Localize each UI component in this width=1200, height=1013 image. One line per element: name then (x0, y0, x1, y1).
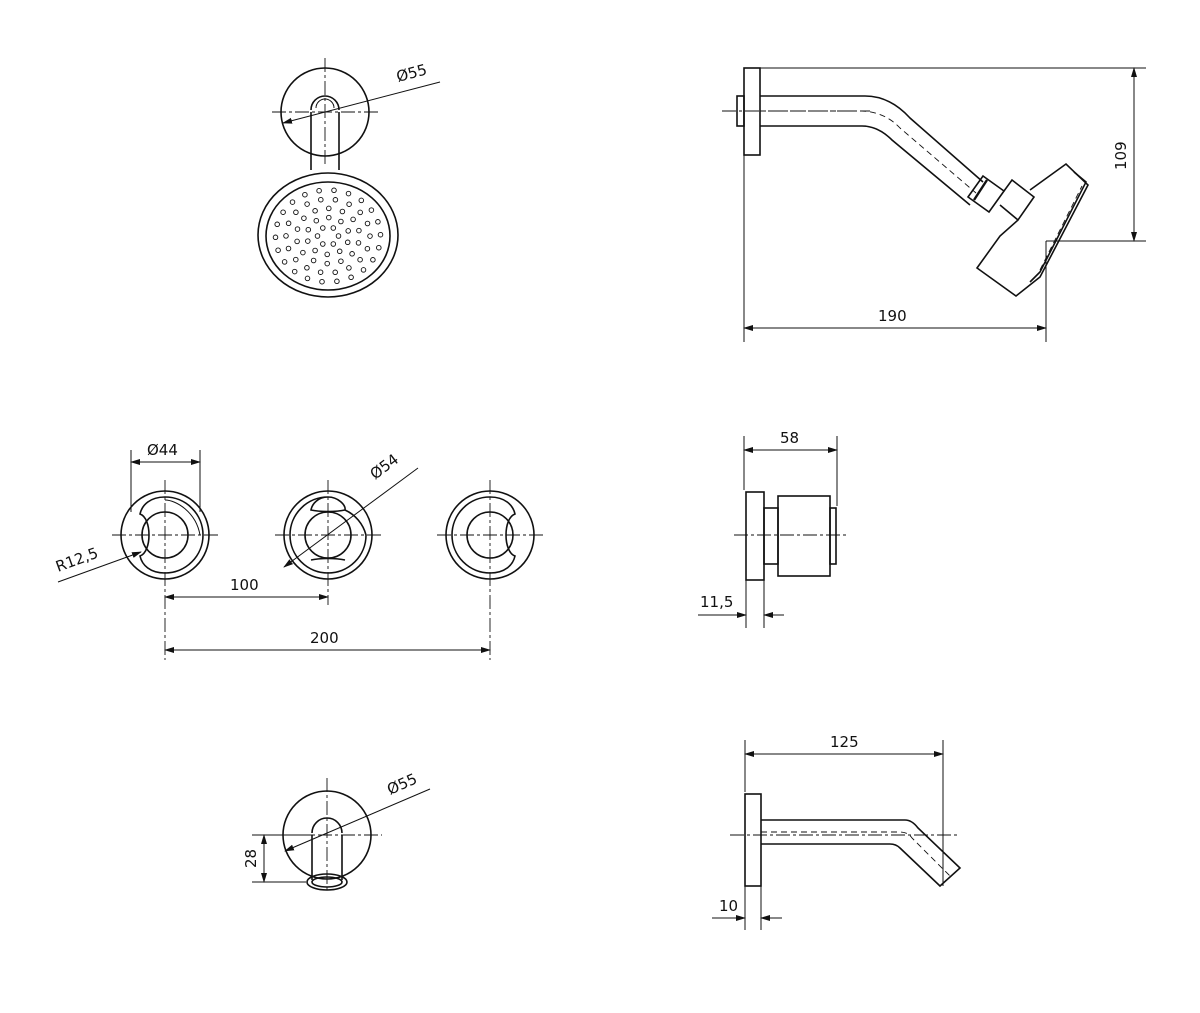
spout-plate-diameter-label: Ø55 (384, 770, 420, 799)
handle-plate-thickness-label: 11,5 (700, 593, 733, 611)
handle-spacing-near-label: 100 (230, 576, 259, 594)
handle-spacing-far-label: 200 (310, 629, 339, 647)
cover-plate-diameter-label: Ø54 (367, 450, 403, 483)
shower-arm-side-view: 109 190 (722, 67, 1146, 342)
handle-right (437, 480, 543, 660)
handle-side-view: 58 11,5 (698, 429, 848, 628)
shower-rose-diameter-label: Ø55 (394, 60, 429, 85)
handle-depth-label: 58 (780, 429, 799, 447)
spout-front-view: Ø55 28 (242, 770, 431, 893)
shower-arm-projection-label: 190 (878, 307, 907, 325)
spout-outlet-height-label: 28 (242, 849, 260, 868)
handle-radius-label: R12,5 (53, 544, 100, 576)
handles-front-view: Ø44 Ø54 R12,5 100 200 (53, 441, 543, 660)
spout-plate-thickness-label: 10 (719, 897, 738, 915)
spout-projection-label: 125 (830, 733, 859, 751)
shower-rose-front-view: Ø55 (257, 58, 441, 298)
handle-center (275, 480, 381, 605)
spray-nozzles (272, 187, 384, 285)
shower-arm-height-label: 109 (1112, 141, 1130, 170)
handle-left (112, 480, 218, 660)
handle-diameter-label: Ø44 (147, 441, 178, 459)
spout-side-view: 125 10 (712, 733, 962, 930)
